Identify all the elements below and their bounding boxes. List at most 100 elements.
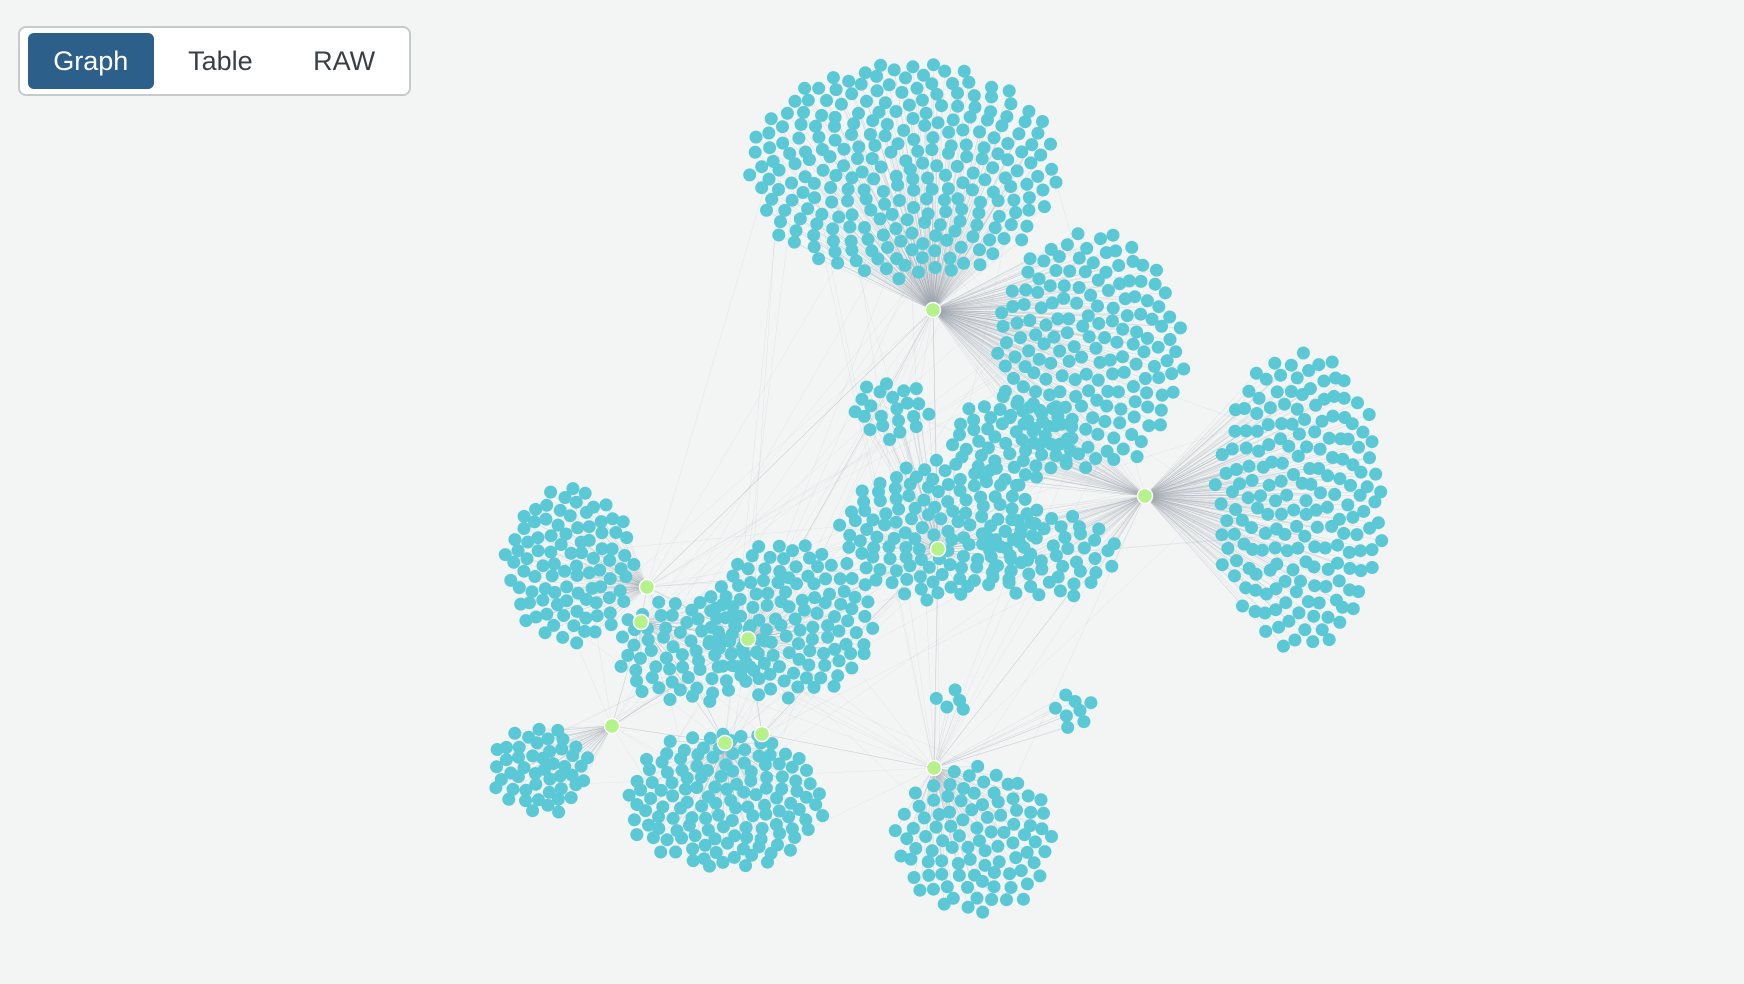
graph-node[interactable] — [676, 660, 690, 674]
graph-node[interactable] — [703, 859, 716, 873]
graph-node[interactable] — [522, 730, 536, 744]
graph-node[interactable] — [798, 170, 812, 184]
graph-node[interactable] — [799, 813, 813, 827]
graph-node[interactable] — [956, 176, 970, 190]
graph-node[interactable] — [849, 626, 863, 640]
graph-node[interactable] — [912, 542, 926, 556]
graph-node[interactable] — [917, 68, 930, 82]
graph-node[interactable] — [828, 245, 842, 259]
graph-node[interactable] — [511, 544, 525, 558]
graph-node[interactable] — [918, 215, 932, 229]
graph-node[interactable] — [1279, 596, 1293, 610]
graph-node[interactable] — [1064, 444, 1078, 458]
graph-node[interactable] — [706, 750, 720, 764]
graph-node[interactable] — [519, 783, 533, 797]
graph-node[interactable] — [1245, 521, 1258, 535]
graph-node[interactable] — [943, 558, 957, 572]
graph-node[interactable] — [629, 663, 643, 677]
graph-node[interactable] — [528, 515, 541, 529]
graph-node[interactable] — [1263, 563, 1277, 577]
graph-node[interactable] — [1032, 272, 1046, 286]
graph-node[interactable] — [930, 87, 944, 101]
graph-node[interactable] — [1312, 358, 1326, 372]
graph-node[interactable] — [762, 126, 776, 140]
graph-node[interactable] — [858, 66, 872, 80]
graph-node[interactable] — [663, 693, 677, 706]
graph-node[interactable] — [1060, 326, 1074, 340]
graph-node[interactable] — [832, 654, 846, 668]
graph-node[interactable] — [1089, 566, 1103, 580]
graph-node[interactable] — [946, 77, 959, 90]
graph-node[interactable] — [929, 691, 943, 705]
graph-node[interactable] — [941, 478, 955, 491]
graph-node[interactable] — [1075, 350, 1088, 364]
graph-node[interactable] — [1145, 312, 1159, 326]
graph-node[interactable] — [1053, 584, 1067, 598]
graph-node[interactable] — [863, 423, 877, 437]
graph-node[interactable] — [940, 880, 954, 894]
graph-node[interactable] — [801, 93, 815, 107]
graph-node[interactable] — [1362, 408, 1376, 421]
graph-node[interactable] — [578, 486, 592, 500]
graph-node[interactable] — [1003, 548, 1017, 562]
graph-node[interactable] — [785, 760, 799, 774]
graph-node[interactable] — [1109, 244, 1123, 258]
graph-node[interactable] — [490, 743, 504, 756]
graph-node[interactable] — [490, 760, 504, 774]
graph-node[interactable] — [1081, 309, 1095, 323]
graph-node[interactable] — [926, 882, 940, 896]
graph-node[interactable] — [1003, 447, 1017, 461]
graph-hub-node[interactable] — [753, 725, 771, 743]
graph-node[interactable] — [604, 618, 618, 632]
graph-node[interactable] — [688, 829, 702, 843]
graph-node[interactable] — [1053, 385, 1067, 399]
graph-node[interactable] — [1352, 440, 1365, 454]
graph-node[interactable] — [873, 563, 887, 577]
graph-node[interactable] — [649, 660, 663, 674]
graph-node[interactable] — [931, 586, 945, 600]
graph-node[interactable] — [764, 112, 778, 126]
graph-node[interactable] — [897, 123, 911, 137]
graph-node[interactable] — [777, 552, 791, 566]
graph-node[interactable] — [732, 579, 745, 592]
graph-node[interactable] — [1049, 549, 1063, 563]
graph-node[interactable] — [889, 564, 903, 578]
graph-node[interactable] — [749, 130, 763, 144]
graph-node[interactable] — [1020, 219, 1034, 233]
graph-node[interactable] — [867, 172, 881, 186]
graph-node[interactable] — [907, 183, 921, 197]
graph-node[interactable] — [1282, 439, 1296, 453]
graph-node[interactable] — [709, 846, 723, 859]
graph-node[interactable] — [909, 842, 923, 855]
graph-node[interactable] — [673, 625, 687, 639]
graph-node[interactable] — [1044, 461, 1058, 475]
graph-node[interactable] — [739, 656, 753, 670]
graph-node[interactable] — [1322, 431, 1336, 445]
graph-node[interactable] — [962, 538, 976, 551]
graph-node[interactable] — [793, 212, 807, 226]
graph-node[interactable] — [991, 512, 1005, 526]
graph-node[interactable] — [1252, 444, 1266, 458]
graph-node[interactable] — [747, 664, 761, 678]
graph-node[interactable] — [1300, 440, 1314, 454]
graph-node[interactable] — [763, 748, 777, 762]
graph-node[interactable] — [704, 590, 718, 604]
graph-node[interactable] — [972, 243, 986, 257]
graph-node[interactable] — [1228, 569, 1241, 583]
graph-node[interactable] — [978, 844, 992, 858]
graph-node[interactable] — [788, 94, 802, 108]
graph-node[interactable] — [1262, 478, 1276, 492]
graph-node[interactable] — [996, 390, 1010, 404]
graph-node[interactable] — [944, 139, 958, 153]
graph-node[interactable] — [845, 602, 859, 616]
graph-node[interactable] — [1308, 579, 1322, 593]
graph-node[interactable] — [618, 549, 632, 562]
graph-node[interactable] — [529, 502, 543, 516]
graph-node[interactable] — [1037, 254, 1051, 268]
graph-node[interactable] — [677, 743, 691, 757]
graph-node[interactable] — [997, 232, 1011, 245]
graph-node[interactable] — [595, 526, 609, 540]
graph-node[interactable] — [1036, 115, 1049, 128]
graph-node[interactable] — [779, 629, 793, 643]
graph-node[interactable] — [1354, 564, 1368, 578]
